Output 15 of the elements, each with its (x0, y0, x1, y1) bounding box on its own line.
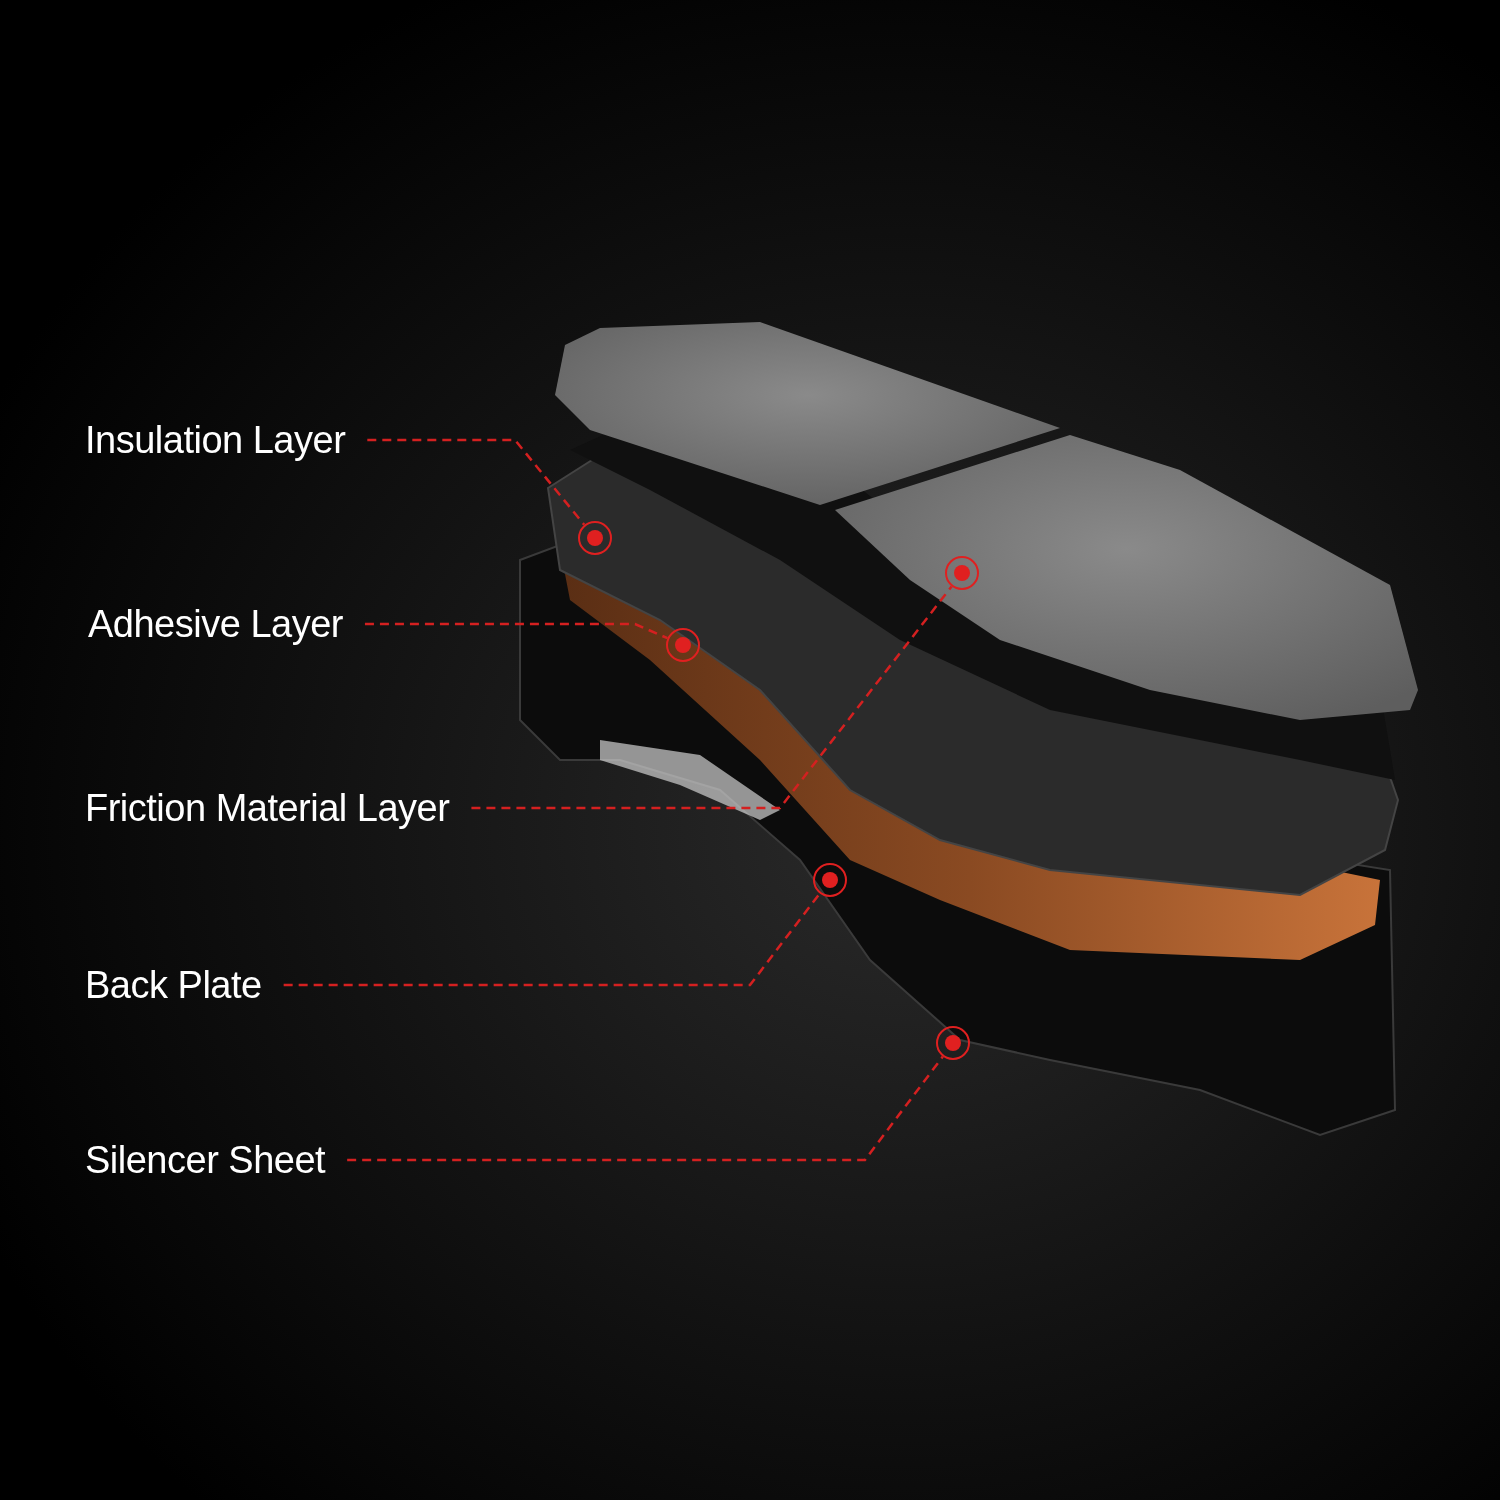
leader-line (364, 622, 668, 640)
leader-line (283, 892, 821, 987)
target-marker (945, 556, 979, 590)
leader-line (367, 438, 586, 526)
callout-label: Silencer Sheet (85, 1141, 326, 1179)
callout-label: Insulation Layer (85, 421, 346, 459)
target-marker (666, 628, 700, 662)
target-marker (813, 863, 847, 897)
leader-line (471, 585, 953, 810)
leader-line (347, 1055, 944, 1162)
callout-label: Adhesive Layer (88, 605, 343, 643)
callout-label: Friction Material Layer (85, 789, 450, 827)
target-marker (578, 521, 612, 555)
target-marker (936, 1026, 970, 1060)
callout-label: Back Plate (85, 966, 262, 1004)
